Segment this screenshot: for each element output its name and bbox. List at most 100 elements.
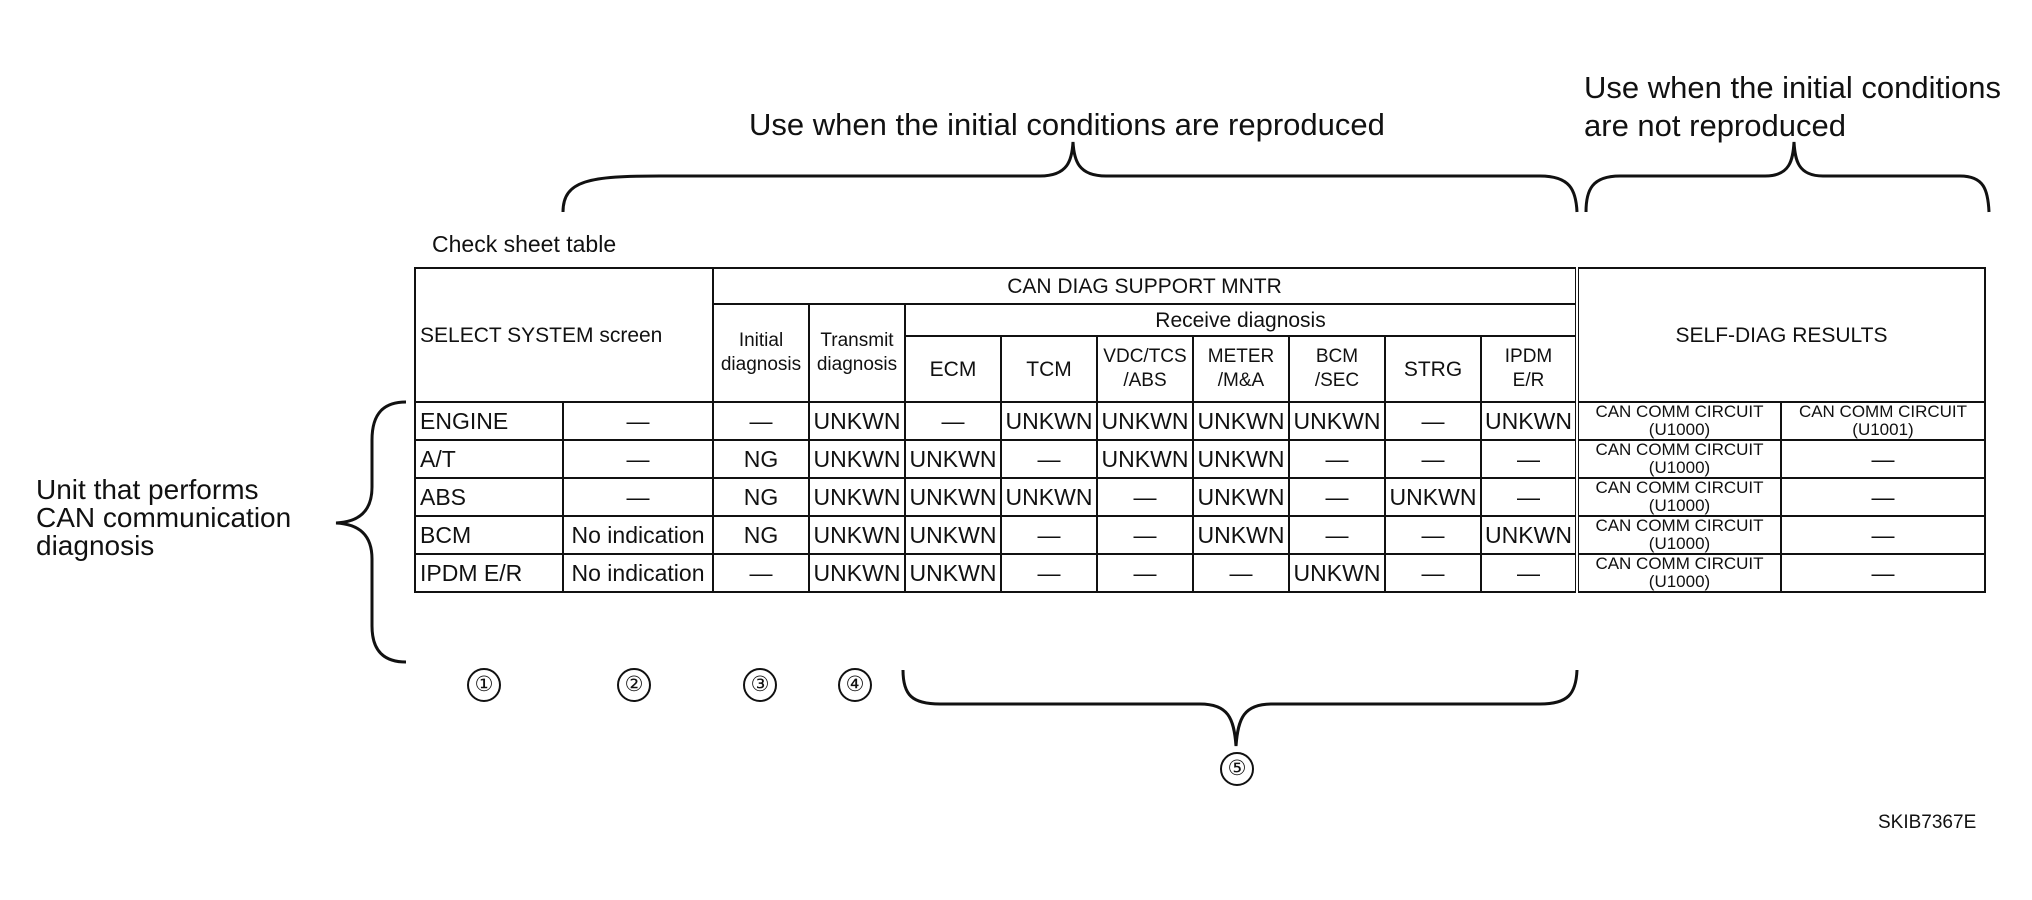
self-diag-cell-1-line: (U1000)	[1648, 534, 1711, 553]
select-system-cell: —	[562, 477, 714, 517]
figure-code: SKIB7367E	[1878, 812, 1977, 833]
self-diag-cell-1-line: CAN COMM CIRCUIT	[1595, 440, 1764, 459]
initial-diag-cell: —	[712, 401, 810, 441]
receive-diag-cell: —	[1384, 439, 1482, 479]
top-brace-left	[561, 141, 1579, 213]
left-brace	[335, 400, 407, 664]
self-diag-cell-1: CAN COMM CIRCUIT(U1000)	[1576, 553, 1782, 593]
receive-diag-cell: —	[1480, 439, 1579, 479]
transmit-diag-line2: diagnosis	[816, 354, 898, 375]
self-diag-cell-1: CAN COMM CIRCUIT(U1000)	[1576, 401, 1782, 441]
receive-diag-cell: —	[1192, 553, 1290, 593]
receive-diag-cell: UNKWN	[1288, 553, 1386, 593]
receive-diag-cell: UNKWN	[1096, 401, 1194, 441]
receive-diag-cell: UNKWN	[904, 515, 1002, 555]
self-diag-cell-2: —	[1780, 515, 1986, 555]
select-system-cell: —	[562, 401, 714, 441]
initial-diag-header: Initial diagnosis	[712, 303, 810, 403]
transmit-diag-cell: UNKWN	[808, 553, 906, 593]
receive-diag-cell: —	[1288, 439, 1386, 479]
receive-diag-cell: —	[1288, 477, 1386, 517]
self-diag-cell-1-line: (U1000)	[1648, 420, 1711, 439]
side-label-line1: Unit that performs	[36, 474, 259, 505]
side-label: Unit that performs CAN communication dia…	[36, 476, 291, 560]
receive-col-header: VDC/TCS/ABS	[1096, 335, 1194, 403]
table-caption: Check sheet table	[432, 231, 617, 257]
receive-diag-cell: UNKWN	[904, 439, 1002, 479]
receive-diag-cell: —	[904, 401, 1002, 441]
receive-diag-cell: UNKWN	[1192, 439, 1290, 479]
header-reproduced: Use when the initial conditions are repr…	[749, 107, 1385, 142]
unit-cell: IPDM E/R	[414, 553, 564, 593]
marker-5: ⑤	[1220, 752, 1254, 786]
receive-diag-cell: —	[1000, 553, 1098, 593]
receive-diag-cell: UNKWN	[1192, 477, 1290, 517]
transmit-diag-cell: UNKWN	[808, 439, 906, 479]
self-diag-cell-1-line: CAN COMM CIRCUIT	[1595, 554, 1764, 573]
marker-2: ②	[617, 668, 651, 702]
initial-diag-cell: NG	[712, 477, 810, 517]
receive-diag-cell: —	[1288, 515, 1386, 555]
self-diag-cell-1-line: CAN COMM CIRCUIT	[1595, 402, 1764, 421]
header-not-reproduced-line2: are not reproduced	[1584, 108, 1846, 143]
receive-col-header-line: E/R	[1512, 370, 1545, 391]
receive-diag-cell: —	[1096, 553, 1194, 593]
side-label-line2: CAN communication	[36, 502, 292, 533]
self-diag-header: SELF-DIAG RESULTS	[1576, 267, 1986, 403]
receive-col-header: METER/M&A	[1192, 335, 1290, 403]
receive-diag-cell: UNKWN	[1480, 401, 1579, 441]
receive-col-header-line: /ABS	[1123, 370, 1167, 391]
select-system-cell: No indication	[562, 553, 714, 593]
self-diag-cell-2: CAN COMM CIRCUIT(U1001)	[1780, 401, 1986, 441]
marker-3: ③	[743, 668, 777, 702]
bottom-brace	[901, 669, 1579, 747]
self-diag-cell-1: CAN COMM CIRCUIT(U1000)	[1576, 477, 1782, 517]
receive-diag-cell: UNKWN	[904, 477, 1002, 517]
receive-diag-cell: —	[1480, 477, 1579, 517]
receive-col-header-line: TCM	[1026, 357, 1072, 381]
unit-cell: ENGINE	[414, 401, 564, 441]
initial-diag-line1: Initial	[738, 330, 784, 351]
select-system-cell: —	[562, 439, 714, 479]
receive-diag-cell: —	[1096, 477, 1194, 517]
receive-diag-cell: —	[1000, 439, 1098, 479]
receive-col-header-line: BCM	[1315, 346, 1359, 367]
receive-col-header-line: VDC/TCS	[1103, 346, 1187, 367]
unit-cell: ABS	[414, 477, 564, 517]
marker-4: ④	[838, 668, 872, 702]
receive-diag-cell: UNKWN	[904, 553, 1002, 593]
can-diag-header: CAN DIAG SUPPORT MNTR	[712, 267, 1579, 305]
self-diag-cell-2: —	[1780, 439, 1986, 479]
self-diag-cell-1-line: (U1000)	[1648, 572, 1711, 591]
receive-col-header: BCM/SEC	[1288, 335, 1386, 403]
initial-diag-cell: NG	[712, 439, 810, 479]
header-not-reproduced: Use when the initial conditions are not …	[1584, 69, 2001, 145]
initial-diag-cell: —	[712, 553, 810, 593]
receive-diag-cell: UNKWN	[1000, 477, 1098, 517]
side-label-line3: diagnosis	[36, 530, 155, 561]
select-system-header: SELECT SYSTEM screen	[414, 267, 714, 403]
receive-diag-header: Receive diagnosis	[904, 303, 1579, 337]
check-sheet-table: SELECT SYSTEM screen CAN DIAG SUPPORT MN…	[414, 267, 1986, 593]
unit-cell: A/T	[414, 439, 564, 479]
self-diag-cell-1-line: CAN COMM CIRCUIT	[1595, 478, 1764, 497]
receive-col-header: TCM	[1000, 335, 1098, 403]
transmit-diag-cell: UNKWN	[808, 401, 906, 441]
self-diag-cell-1: CAN COMM CIRCUIT(U1000)	[1576, 439, 1782, 479]
self-diag-cell-1-line: (U1000)	[1648, 458, 1711, 477]
receive-diag-cell: UNKWN	[1480, 515, 1579, 555]
transmit-diag-cell: UNKWN	[808, 477, 906, 517]
self-diag-cell-2: —	[1780, 553, 1986, 593]
receive-col-header: ECM	[904, 335, 1002, 403]
self-diag-cell-2: —	[1780, 477, 1986, 517]
receive-col-header-line: /SEC	[1314, 370, 1360, 391]
receive-diag-cell: UNKWN	[1192, 515, 1290, 555]
transmit-diag-header: Transmit diagnosis	[808, 303, 906, 403]
receive-diag-cell: UNKWN	[1000, 401, 1098, 441]
self-diag-cell-1: CAN COMM CIRCUIT(U1000)	[1576, 515, 1782, 555]
